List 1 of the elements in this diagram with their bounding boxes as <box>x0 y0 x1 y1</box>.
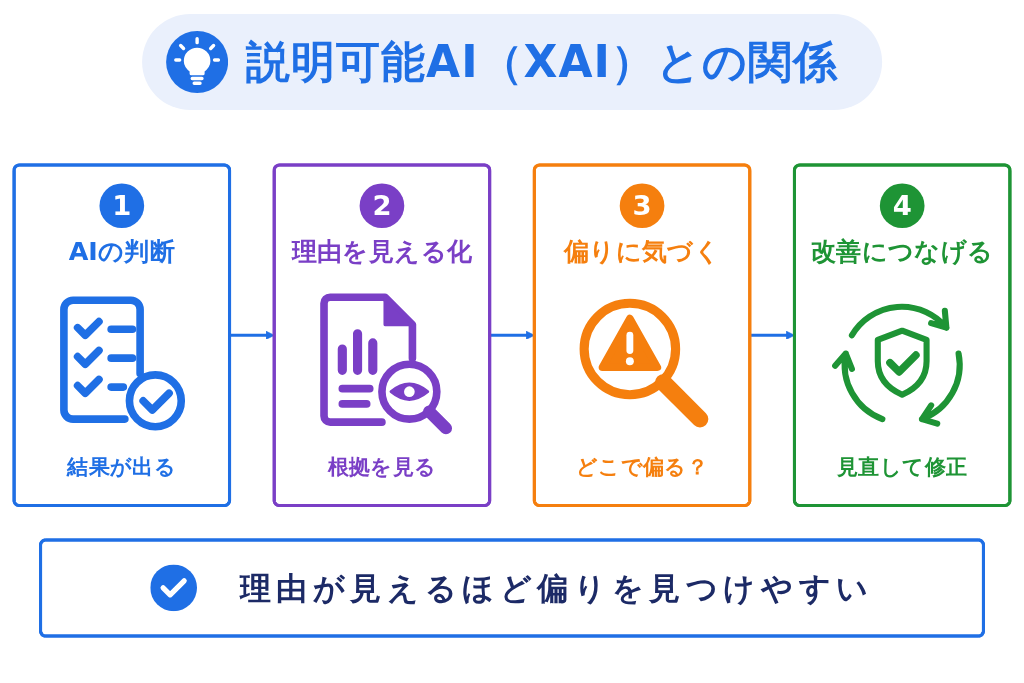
title: 説明可能AI（XAI）との関係 <box>246 35 838 89</box>
